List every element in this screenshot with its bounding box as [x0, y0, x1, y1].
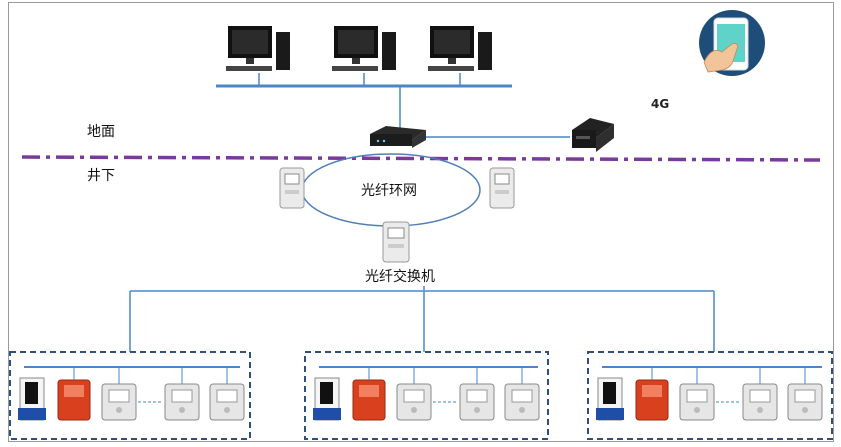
feeder-cabinet: [164, 367, 200, 421]
workstation-icon: [226, 26, 290, 86]
industrial-server-icon: [370, 126, 426, 148]
ring-network-switch-icon: [279, 167, 305, 209]
feeder-cabinet: [459, 367, 495, 421]
sensor-panel: [596, 377, 624, 421]
explosion-proof-switch: [352, 367, 386, 421]
feeder-cabinet: [209, 367, 245, 421]
switch-label: 光纤交换机: [365, 269, 435, 285]
distribution-tree: [129, 286, 715, 352]
substation-cluster: [9, 351, 251, 440]
ground-boundary-line: [21, 155, 821, 162]
explosion-proof-switch: [635, 367, 669, 421]
ground-label: 地面: [87, 124, 115, 140]
ring-label: 光纤环网: [361, 183, 417, 199]
substation-cluster: [304, 351, 549, 440]
workstation-icon: [428, 26, 492, 86]
feeder-cabinet: [787, 367, 823, 421]
workstation-icon: [332, 26, 396, 86]
feeder-cabinet: [742, 367, 778, 421]
feeder-cabinet: [101, 367, 137, 421]
smartphone-touch-icon: [699, 10, 765, 76]
sensor-panel: [313, 377, 341, 421]
ring-network-switch-icon: [382, 221, 410, 263]
underground-label: 井下: [87, 168, 115, 184]
4g-label: 4G: [651, 97, 670, 111]
sensor-panel: [18, 377, 46, 421]
substation-cluster: [587, 351, 833, 440]
diagram-frame: [8, 2, 834, 442]
4g-router-icon: [572, 118, 614, 152]
feeder-cabinet: [396, 367, 432, 421]
ring-network-switch-icon: [489, 167, 515, 209]
explosion-proof-switch: [57, 367, 91, 421]
feeder-cabinet: [679, 367, 715, 421]
feeder-cabinet: [504, 367, 540, 421]
